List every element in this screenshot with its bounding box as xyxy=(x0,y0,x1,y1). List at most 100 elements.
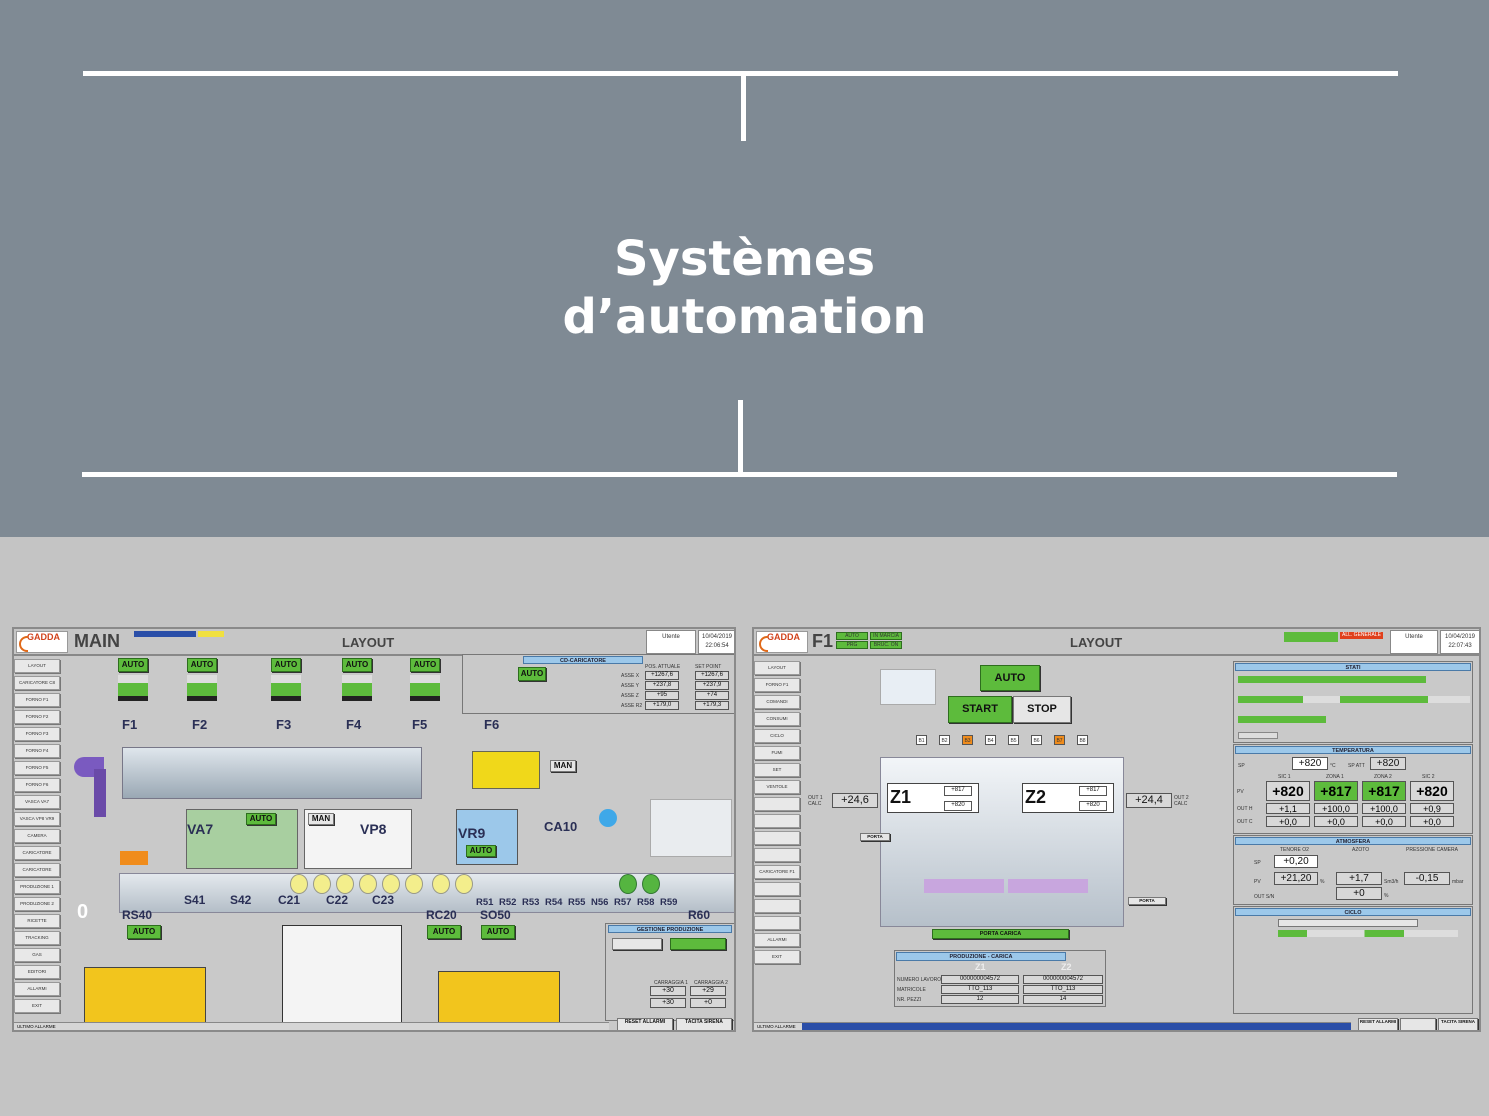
load-door-button[interactable]: PORTA CARICA xyxy=(932,929,1069,939)
sidebar-item[interactable]: VASCA VP8 VR9 xyxy=(14,812,60,826)
sidebar-item[interactable]: CARICATORE C8 xyxy=(14,676,60,690)
station-label: R52 xyxy=(499,897,517,908)
burner-b4[interactable]: B4 xyxy=(985,735,996,745)
sidebar-item[interactable] xyxy=(754,848,800,862)
axis-label: ASSE Z xyxy=(621,693,639,699)
o2-setpoint-input[interactable]: +0,20 xyxy=(1274,855,1318,868)
position-indicator xyxy=(455,874,473,894)
furnace-auto-button[interactable]: AUTO xyxy=(410,658,440,672)
sidebar-item[interactable] xyxy=(754,899,800,913)
user-box[interactable]: Utente xyxy=(1390,630,1438,654)
loader-column xyxy=(94,769,106,817)
sidebar-item[interactable]: FORNO F6 xyxy=(14,778,60,792)
furnace-auto-button[interactable]: AUTO xyxy=(187,658,217,672)
cycle-buttons[interactable] xyxy=(1278,919,1418,927)
sidebar-item[interactable]: FORNO F4 xyxy=(14,744,60,758)
sidebar-item[interactable]: CICLO xyxy=(754,729,800,743)
vp8-man-button[interactable]: MAN xyxy=(308,813,334,825)
sidebar-item[interactable]: VENTOLE xyxy=(754,780,800,794)
sidebar-item[interactable]: LAYOUT xyxy=(14,659,60,673)
axis-actual-value: +179,0 xyxy=(645,701,679,710)
sidebar-item[interactable]: FORNO F5 xyxy=(14,761,60,775)
sidebar-item[interactable]: CARICATORE xyxy=(14,846,60,860)
sidebar-item[interactable]: ALLARMI xyxy=(754,933,800,947)
user-box[interactable]: Utente xyxy=(646,630,696,654)
temp-col-header: ZONA 1 xyxy=(1326,774,1344,780)
sidebar-item[interactable]: ALLARMI xyxy=(14,982,60,996)
set-header: SET POINT xyxy=(695,664,722,670)
burner-b7[interactable]: B7 xyxy=(1054,735,1065,745)
furnace-auto-button[interactable]: AUTO xyxy=(342,658,372,672)
sidebar-item[interactable]: FORNO F1 xyxy=(14,693,60,707)
sidebar-item[interactable]: EXIT xyxy=(14,999,60,1013)
door-left-button[interactable]: PORTA xyxy=(860,833,890,841)
sidebar-item[interactable]: FUMI xyxy=(754,746,800,760)
reset-alarms-button[interactable]: RESET ALLARMI xyxy=(617,1018,673,1030)
burner-b2[interactable]: B2 xyxy=(939,735,950,745)
sidebar-item[interactable]: PRODUZIONE 1 xyxy=(14,880,60,894)
prod-z2-value: 14 xyxy=(1023,995,1103,1004)
burner-b1[interactable]: B1 xyxy=(916,735,927,745)
sidebar-item[interactable]: PRODUZIONE 2 xyxy=(14,897,60,911)
states-title: STATI xyxy=(1235,663,1471,671)
silence-siren-button[interactable]: TACITA SIRENA xyxy=(1438,1018,1478,1030)
atmosphere-title: ATMOSFERA xyxy=(1235,837,1471,845)
burner-b8[interactable]: B8 xyxy=(1077,735,1088,745)
furnace-auto-button[interactable]: AUTO xyxy=(271,658,301,672)
open-system-button[interactable] xyxy=(670,938,726,950)
sidebar-item[interactable]: TRACKING xyxy=(14,931,60,945)
sidebar-item[interactable]: COMANDI xyxy=(754,695,800,709)
loader-auto-button[interactable]: AUTO xyxy=(518,667,546,681)
furnace-status-block xyxy=(410,675,440,701)
sidebar-item[interactable]: FORNO F2 xyxy=(14,710,60,724)
sidebar-item[interactable]: CAMERA xyxy=(14,829,60,843)
va7-auto-button[interactable]: AUTO xyxy=(246,813,276,825)
reset-alarms-button[interactable]: RESET ALLARMI xyxy=(1358,1018,1398,1030)
temp-outh-value: +0,9 xyxy=(1410,803,1454,814)
reset-button[interactable] xyxy=(1400,1018,1436,1030)
recipe-panel-2 xyxy=(282,925,402,1023)
prod-z1-value: 12 xyxy=(941,995,1019,1004)
sidebar-item[interactable]: GAS xyxy=(14,948,60,962)
sidebar-item[interactable]: CARICATORE F1 xyxy=(754,865,800,879)
status-badge: AUTO xyxy=(836,632,868,640)
so50-auto-button[interactable]: AUTO xyxy=(481,925,515,939)
sidebar-item[interactable]: FORNO F3 xyxy=(14,727,60,741)
sidebar-item[interactable]: CARICATORE xyxy=(14,863,60,877)
sidebar-item[interactable] xyxy=(754,814,800,828)
out-sn-unit: % xyxy=(1384,893,1389,899)
rs40-auto-button[interactable]: AUTO xyxy=(127,925,161,939)
f6-man-button[interactable]: MAN xyxy=(550,760,576,772)
sidebar-item[interactable]: CONSUMI xyxy=(754,712,800,726)
sidebar-item[interactable]: FORNO F1 xyxy=(754,678,800,692)
sidebar-item[interactable]: VASCA VA7 xyxy=(14,795,60,809)
door-right-button[interactable]: PORTA xyxy=(1128,897,1166,905)
furnace-auto-button[interactable]: AUTO xyxy=(118,658,148,672)
rc20-auto-button[interactable]: AUTO xyxy=(427,925,461,939)
sidebar-item[interactable] xyxy=(754,831,800,845)
sidebar-item[interactable]: EXIT xyxy=(754,950,800,964)
stop-button[interactable]: STOP xyxy=(1013,696,1071,723)
temp-setpoint-input[interactable]: +820 xyxy=(1292,757,1328,770)
auto-button[interactable]: AUTO xyxy=(980,665,1040,691)
vr9-auto-button[interactable]: AUTO xyxy=(466,845,496,857)
burner-b6[interactable]: B6 xyxy=(1031,735,1042,745)
burner-b5[interactable]: B5 xyxy=(1008,735,1019,745)
temp-pv-value: +817 xyxy=(1362,781,1406,801)
position-indicator xyxy=(336,874,354,894)
sidebar-item[interactable]: RICETTE xyxy=(14,914,60,928)
sidebar-item[interactable] xyxy=(754,916,800,930)
sidebar-item[interactable] xyxy=(754,882,800,896)
sidebar-item[interactable]: EDITORI xyxy=(14,965,60,979)
silence-siren-button[interactable]: TACITA SIRENA xyxy=(676,1018,732,1030)
sidebar-item[interactable]: SET xyxy=(754,763,800,777)
sidebar-item[interactable]: LAYOUT xyxy=(754,661,800,675)
burner-b3[interactable]: B3 xyxy=(962,735,973,745)
zone2-sp1: +817 xyxy=(1079,786,1107,796)
open-production-button[interactable] xyxy=(612,938,662,950)
sidebar-item[interactable] xyxy=(754,797,800,811)
start-button[interactable]: START xyxy=(948,696,1012,723)
alarm-indicator xyxy=(120,851,148,865)
